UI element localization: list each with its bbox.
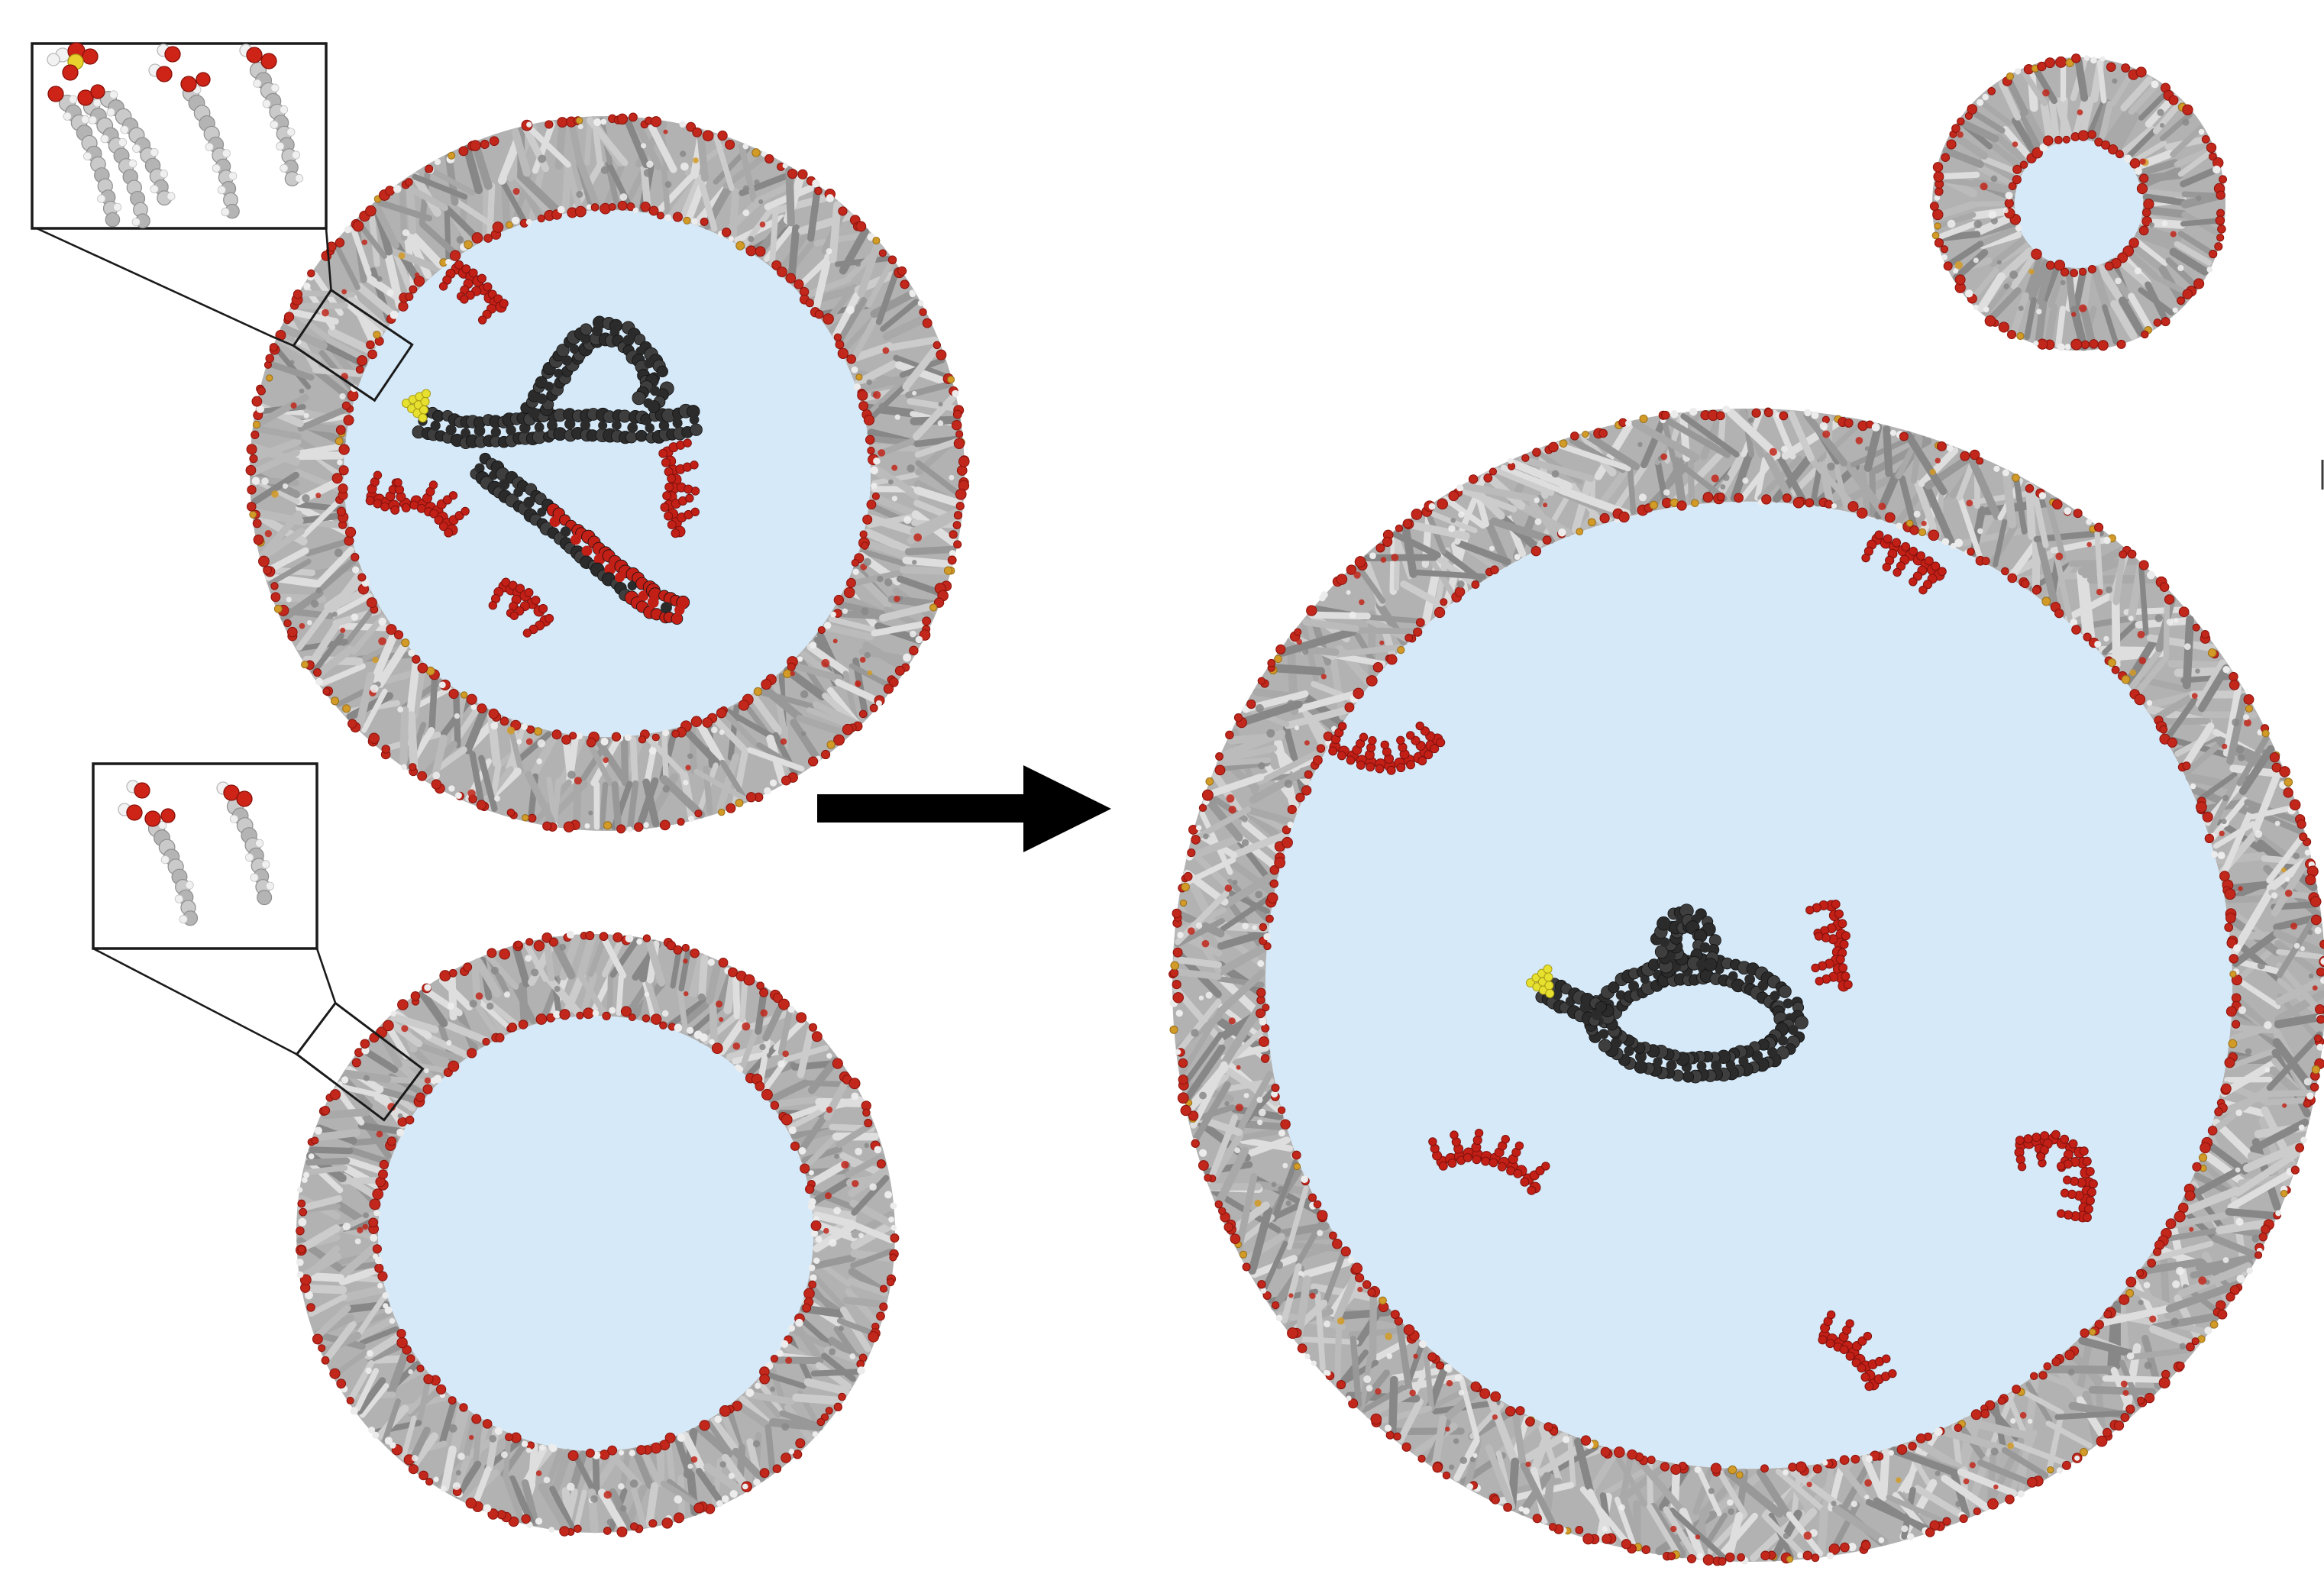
rna-hairpin-10 [1818,1310,1897,1391]
membrane-speckles [1947,78,2202,319]
rna-hairpin-6 [1328,721,1446,775]
rna-hairpin-9 [2014,1130,2098,1223]
rna-hairpin-5 [1861,530,1947,595]
rna-hairpin-3 [658,438,700,538]
membrane-speckles [338,943,877,1526]
right-arrow-icon [817,765,1111,852]
callout-connector-line [92,947,298,1055]
daughter-vesicle-small [1929,53,2228,351]
lipid-inset-feedstock [92,762,425,1122]
membrane-speckles [1187,417,2318,1540]
rna-hairpin-2 [365,470,470,538]
callout-connector-line [36,227,294,347]
dna-rna-hybrid-duplex [470,452,690,625]
transformation-arrow [817,765,1111,852]
lipid-inset-phospholipid-mix [31,42,414,402]
copied-dna-stemloop [1650,903,1721,978]
rna-hairpin-7 [1805,900,1853,992]
lipid-molecule-fatty-acid [216,781,275,906]
lipid-tails [1172,408,2324,1562]
genome-primer-tag [402,389,431,423]
lipid-headgroups [1929,53,2228,351]
copied-primer-tag [1526,964,1555,998]
vesicle-lumen [344,210,871,737]
vesicle-lumen [2015,140,2143,268]
lipid-headgroups [245,112,970,834]
lipid-tails [250,116,964,831]
lipid-molecule-fatty-acid [239,44,304,186]
rna-hairpin-1 [438,260,509,325]
parent-vesicle-with-genome [245,112,970,834]
lipid-molecule-monoacylglycerol [118,780,199,926]
genome-dna-duplex [412,403,703,450]
membrane-speckles [261,124,955,816]
rna-hairpin-4 [488,577,554,638]
callout-connector-line [315,948,337,1004]
callout-connector-line [325,228,332,290]
feedstock-vesicle-empty [296,930,900,1537]
callout-box [92,762,318,950]
vesicle-lumen [378,1016,813,1451]
membrane-highlight-rect [292,288,414,402]
lipid-molecule-phospholipid [47,42,176,228]
lipid-molecule-monoacylglycerol [148,44,240,219]
rna-hairpin-8 [1428,1128,1550,1195]
lipid-headgroups [1168,406,2324,1566]
lipid-headgroups [296,930,900,1537]
membrane-highlight-rect [295,1001,425,1122]
genome-dna-stemloop [520,315,674,423]
